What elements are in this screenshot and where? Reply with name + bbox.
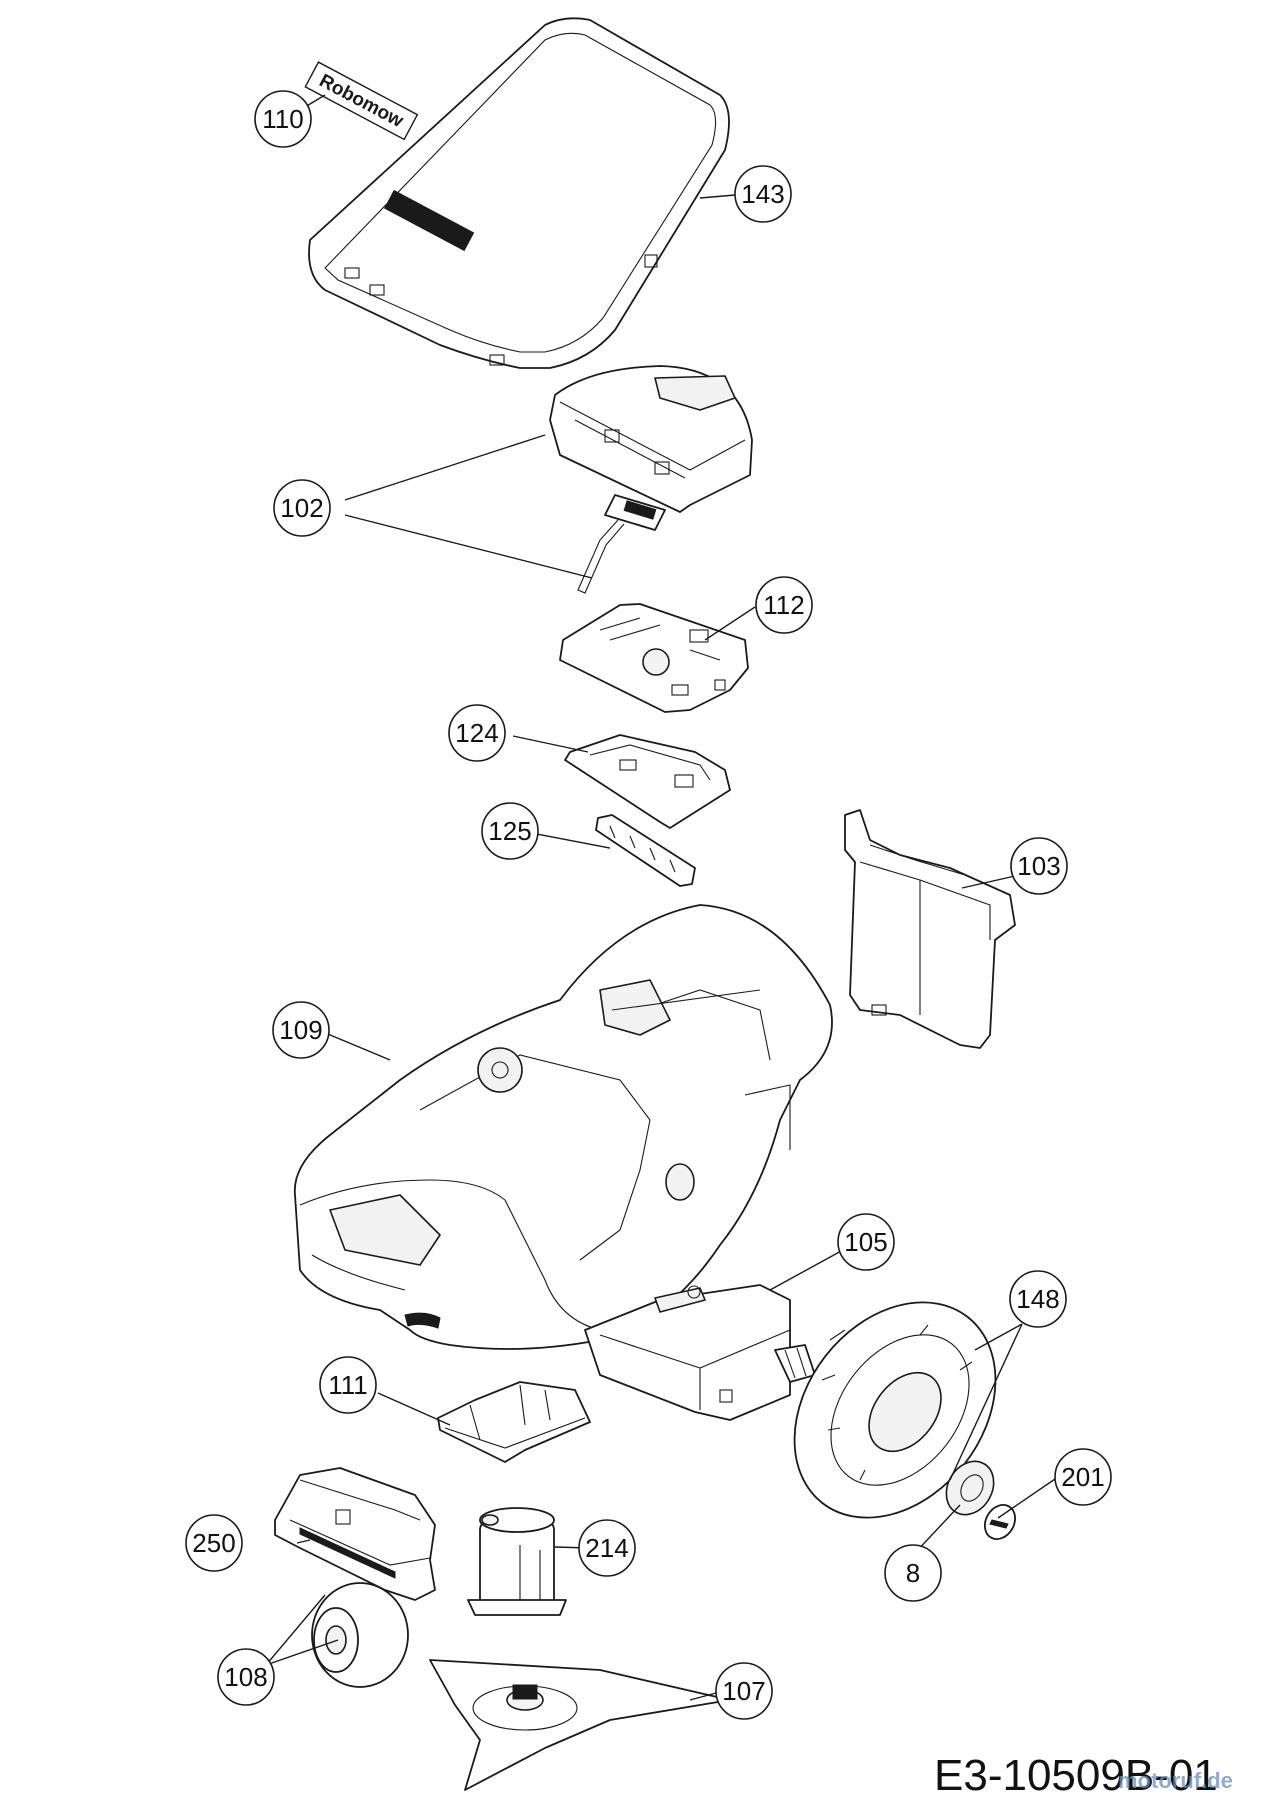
blade-motor-part <box>467 1507 567 1616</box>
callout-112: 112 <box>755 576 813 634</box>
board-bracket-part <box>564 734 731 829</box>
callout-103: 103 <box>1010 837 1068 895</box>
diagram-reference-code: E3-10509B-01 <box>934 1751 1218 1800</box>
svg-text:8: 8 <box>906 1558 920 1588</box>
svg-text:109: 109 <box>279 1015 322 1045</box>
svg-text:112: 112 <box>763 590 804 620</box>
callout-250: 250 <box>185 1514 243 1572</box>
svg-text:214: 214 <box>585 1533 628 1563</box>
svg-text:102: 102 <box>280 493 323 523</box>
cover-logo <box>384 189 475 252</box>
hub-cap-part <box>945 1460 995 1516</box>
caster-wheel-part <box>311 1582 409 1688</box>
front-bracket-part <box>437 1381 591 1463</box>
display-housing-part <box>549 365 753 513</box>
callout-108: 108 <box>217 1648 275 1706</box>
battery-compartment-part <box>844 809 1016 1049</box>
callout-8: 8 <box>884 1544 942 1602</box>
callout-109: 109 <box>272 1001 330 1059</box>
circuit-board-part <box>559 603 749 713</box>
svg-text:148: 148 <box>1016 1284 1059 1314</box>
svg-text:110: 110 <box>262 104 303 134</box>
callout-124: 124 <box>448 704 506 762</box>
svg-text:107: 107 <box>722 1676 765 1706</box>
wheel-badge-part <box>984 1504 1016 1540</box>
svg-text:111: 111 <box>328 1370 368 1400</box>
callout-102: 102 <box>273 479 331 537</box>
cutting-blade-part <box>429 1659 731 1791</box>
svg-text:124: 124 <box>455 718 498 748</box>
svg-text:143: 143 <box>741 179 784 209</box>
top-cover-part <box>308 17 730 369</box>
callout-143: 143 <box>734 165 792 223</box>
svg-text:105: 105 <box>844 1227 887 1257</box>
callout-148: 148 <box>1009 1270 1067 1328</box>
callout-125: 125 <box>481 802 539 860</box>
svg-text:201: 201 <box>1061 1462 1104 1492</box>
svg-text:250: 250 <box>192 1528 235 1558</box>
strip-part <box>595 814 696 887</box>
callout-214: 214 <box>578 1519 636 1577</box>
callout-105: 105 <box>837 1213 895 1271</box>
drive-wheel-part <box>793 1301 997 1519</box>
callout-111: 111 <box>319 1356 377 1414</box>
chassis-part <box>293 904 833 1350</box>
watermark: motoruf.de <box>1118 1768 1233 1793</box>
callout-107: 107 <box>715 1662 773 1720</box>
callout-110: 110 <box>254 90 312 148</box>
svg-text:125: 125 <box>488 816 531 846</box>
svg-text:103: 103 <box>1017 851 1060 881</box>
logo-decal-part: Robomow <box>304 61 419 141</box>
caster-housing-part <box>274 1467 436 1601</box>
callout-201: 201 <box>1054 1448 1112 1506</box>
ribbon-cable-part <box>577 494 666 594</box>
leader-lines <box>265 94 1059 1701</box>
svg-text:108: 108 <box>224 1662 267 1692</box>
drive-motor-part <box>584 1284 816 1421</box>
